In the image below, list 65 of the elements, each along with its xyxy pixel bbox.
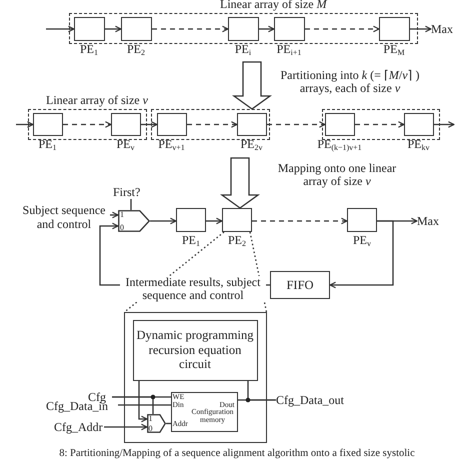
edge-label: Intermediate results, subject sequence and control	[120, 276, 266, 302]
multiplexer-symbol	[118, 210, 150, 232]
pe-label: PE$_{2}$	[127, 42, 145, 56]
input-label: 1	[120, 210, 124, 219]
arrow	[355, 121, 405, 128]
arrow	[252, 218, 348, 224]
arrow	[305, 26, 380, 32]
arrow	[46, 26, 75, 32]
signal-label: Cfg_Addr	[54, 420, 104, 434]
connector-line	[166, 422, 171, 424]
arrow	[267, 121, 326, 128]
arrow	[63, 121, 112, 128]
arrow	[150, 218, 177, 224]
pe-label: PE$_{i}$	[234, 42, 252, 56]
input-label: 0	[148, 424, 152, 432]
pe-label: PE$_{(k−1)v+1}$	[317, 138, 362, 150]
annotation-text: Mapping onto one linear array of size v	[276, 162, 398, 188]
circuit-box	[132, 320, 258, 380]
pe-label: PE$_{v}$	[116, 138, 134, 150]
fifo-box	[270, 271, 330, 299]
caption: 8: Partitioning/Mapping of a sequence alignment algorithm onto a fixed size systolic	[58, 447, 416, 460]
pe-label: PE$_{kv}$	[408, 138, 430, 150]
signal-label: Cfg	[88, 390, 112, 404]
block-arrow	[232, 61, 272, 110]
annotation-text: Partitioning into k (= ⌈M/v⌉ ) arrays, each of size v	[279, 69, 421, 95]
arrow	[104, 424, 148, 430]
arrow	[152, 26, 229, 32]
signal-label: Subject sequence and control	[18, 203, 110, 231]
arrow	[329, 220, 394, 288]
detail-box	[124, 312, 267, 443]
arrow	[141, 121, 158, 128]
pe-label: PE$_{1}$	[80, 42, 98, 56]
connector-line	[247, 381, 276, 401]
block-arrow	[220, 157, 260, 209]
signal-label: First?	[113, 185, 149, 199]
block-label: FIFO	[285, 278, 315, 292]
pe-label: PE$_{2v}$	[240, 138, 262, 150]
arrow	[434, 121, 455, 128]
signal-label: Max	[431, 22, 457, 36]
group-title: Linear array of size v	[46, 94, 148, 107]
arrow	[259, 26, 275, 32]
arrow	[138, 381, 148, 422]
connector-line	[130, 199, 132, 210]
input-label: 1	[148, 414, 152, 422]
arrow	[16, 121, 34, 128]
connector-line	[118, 404, 171, 406]
signal-label: Cfg_Data_out	[276, 393, 350, 407]
pe-label: PE$_{v+1}$	[158, 138, 185, 150]
pe-label: PE$_{v}$	[353, 234, 371, 247]
arrow	[206, 218, 223, 224]
arrow	[410, 26, 432, 32]
input-label: 0	[120, 223, 124, 232]
multiplexer-symbol	[146, 414, 166, 432]
arrow	[187, 121, 238, 128]
arrow	[105, 26, 122, 32]
pe-label: PE$_{1}$	[182, 234, 200, 247]
block-label: Dynamic programming recursion equation circuit	[136, 328, 254, 372]
signal-label: Max	[417, 214, 443, 228]
arrow	[110, 212, 119, 218]
memory-box	[170, 392, 238, 432]
pe-label: PE$_{2}$	[228, 234, 246, 247]
connector-line	[112, 396, 154, 414]
pe-label: PE$_{1}$	[38, 138, 56, 150]
pe-label: PE$_{M}$	[383, 42, 405, 56]
pe-label: PE$_{i+1}$	[276, 42, 302, 56]
